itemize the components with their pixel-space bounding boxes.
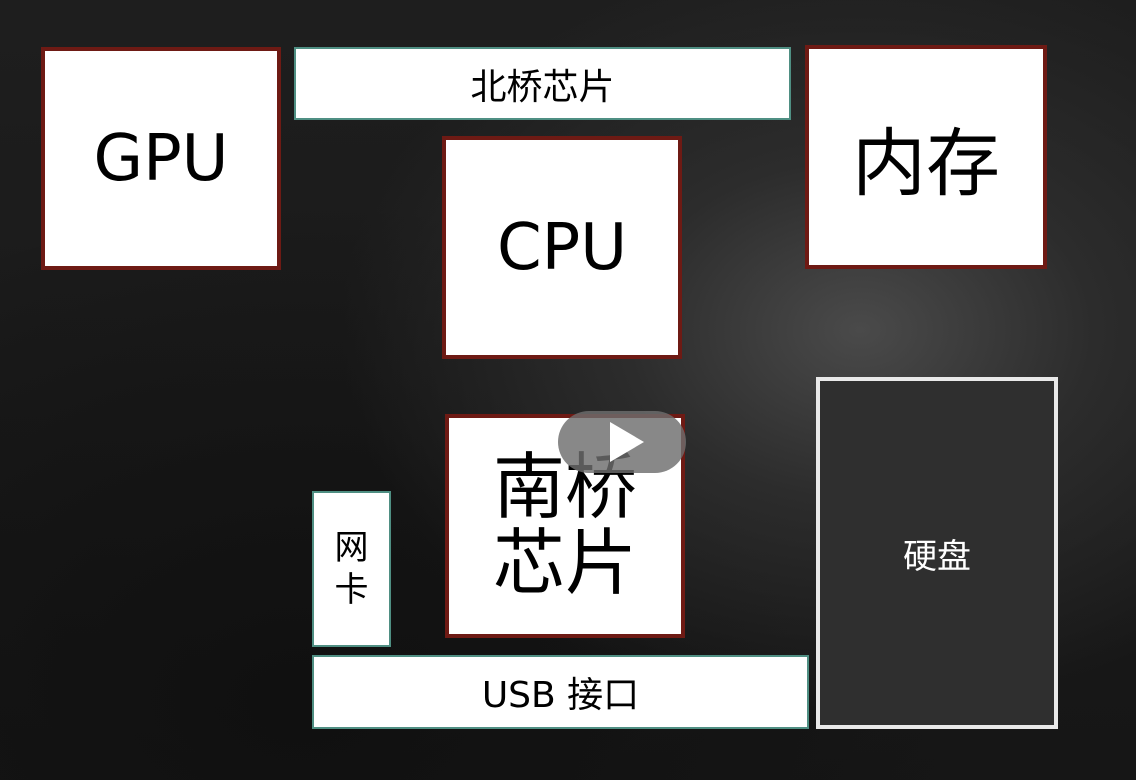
cpu-box: CPU [442, 136, 682, 359]
play-button[interactable] [558, 411, 686, 473]
gpu-label: GPU [93, 121, 229, 196]
usb-label: USB 接口 [481, 675, 640, 716]
southbridge-label-line2: 芯片 [492, 521, 637, 605]
disk-box: 硬盘 [816, 377, 1058, 729]
disk-label: 硬盘 [903, 536, 971, 577]
northbridge-label: 北桥芯片 [470, 66, 615, 108]
nic-label-line1: 网 [334, 527, 369, 568]
memory-label: 内存 [852, 120, 1000, 207]
gpu-box: GPU [41, 47, 281, 270]
northbridge-box: 北桥芯片 [294, 47, 791, 120]
nic-label-line2: 卡 [334, 570, 369, 610]
usb-box: USB 接口 [312, 655, 809, 729]
play-icon [610, 422, 644, 462]
memory-box: 内存 [805, 45, 1047, 269]
cpu-label: CPU [496, 210, 628, 285]
nic-box: 网 卡 [312, 491, 391, 647]
